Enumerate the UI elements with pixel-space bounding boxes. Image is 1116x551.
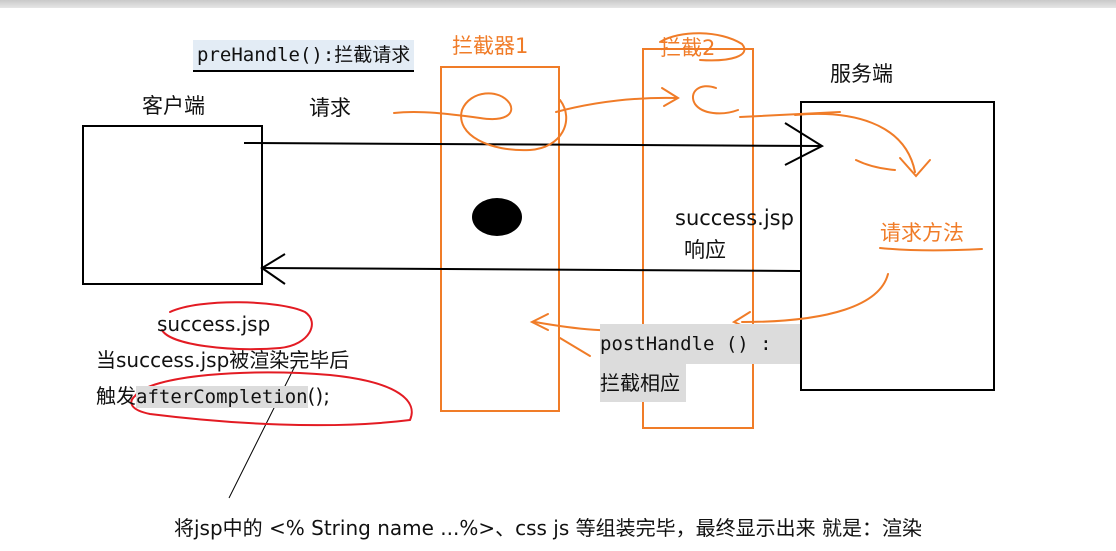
response-arrow-head <box>260 253 286 285</box>
success-jsp-ellipse <box>161 301 313 351</box>
request-arrow-to-i2 <box>555 96 677 113</box>
request-label: 请求 <box>309 96 351 120</box>
success-jsp-left-label: success.jsp <box>157 312 271 336</box>
trigger-line: 触发afterCompletion(); <box>96 380 330 413</box>
after-completion-suffix: (); <box>307 384 330 408</box>
method-underline <box>879 247 983 252</box>
client-box <box>82 125 263 285</box>
after-completion-method: afterCompletion <box>136 386 308 408</box>
interceptor2-label: 拦截2 <box>660 36 716 60</box>
request-scribble-left <box>393 92 568 152</box>
interceptor1-label: 拦截器1 <box>452 34 529 58</box>
window-top-edge <box>0 0 1116 8</box>
when-rendered-label: 当success.jsp被渲染完毕后 <box>96 348 350 372</box>
interceptor1-box <box>440 66 560 412</box>
black-dot <box>472 198 522 236</box>
method-loop-left <box>855 159 896 171</box>
i2-scribble <box>692 85 841 118</box>
post-arrow-head <box>529 313 549 331</box>
interceptor2-box <box>642 48 754 429</box>
after-completion-ellipse <box>130 371 413 427</box>
response-arrow-line <box>261 267 801 272</box>
post-tick <box>559 337 591 357</box>
server-curve-arrow <box>794 112 916 173</box>
interceptor2-label-loop <box>659 32 746 62</box>
post-handle-label: postHandle () : <box>600 324 800 364</box>
request-arrow-line <box>243 142 823 147</box>
server-curve-arrow-head <box>899 157 931 178</box>
success-jsp-right-label: success.jsp <box>675 206 794 230</box>
trigger-prefix: 触发 <box>96 384 136 408</box>
prehandle-label: preHandle():拦截请求 <box>193 40 415 72</box>
bottom-note: 将jsp中的 <% String name ...%>、css js 等组装完毕… <box>174 516 922 540</box>
server-label: 服务端 <box>830 62 893 86</box>
prehandle-text: preHandle():拦截请求 <box>197 44 411 66</box>
request-arrow-head <box>784 122 825 166</box>
request-arrow-to-i2-head <box>661 87 680 107</box>
response-label: 响应 <box>684 238 726 262</box>
client-label: 客户端 <box>142 94 205 118</box>
request-method-label: 请求方法 <box>880 221 964 245</box>
intercept-response-label: 拦截相应 <box>600 364 686 402</box>
return-curve <box>741 273 889 323</box>
server-box <box>800 101 995 391</box>
